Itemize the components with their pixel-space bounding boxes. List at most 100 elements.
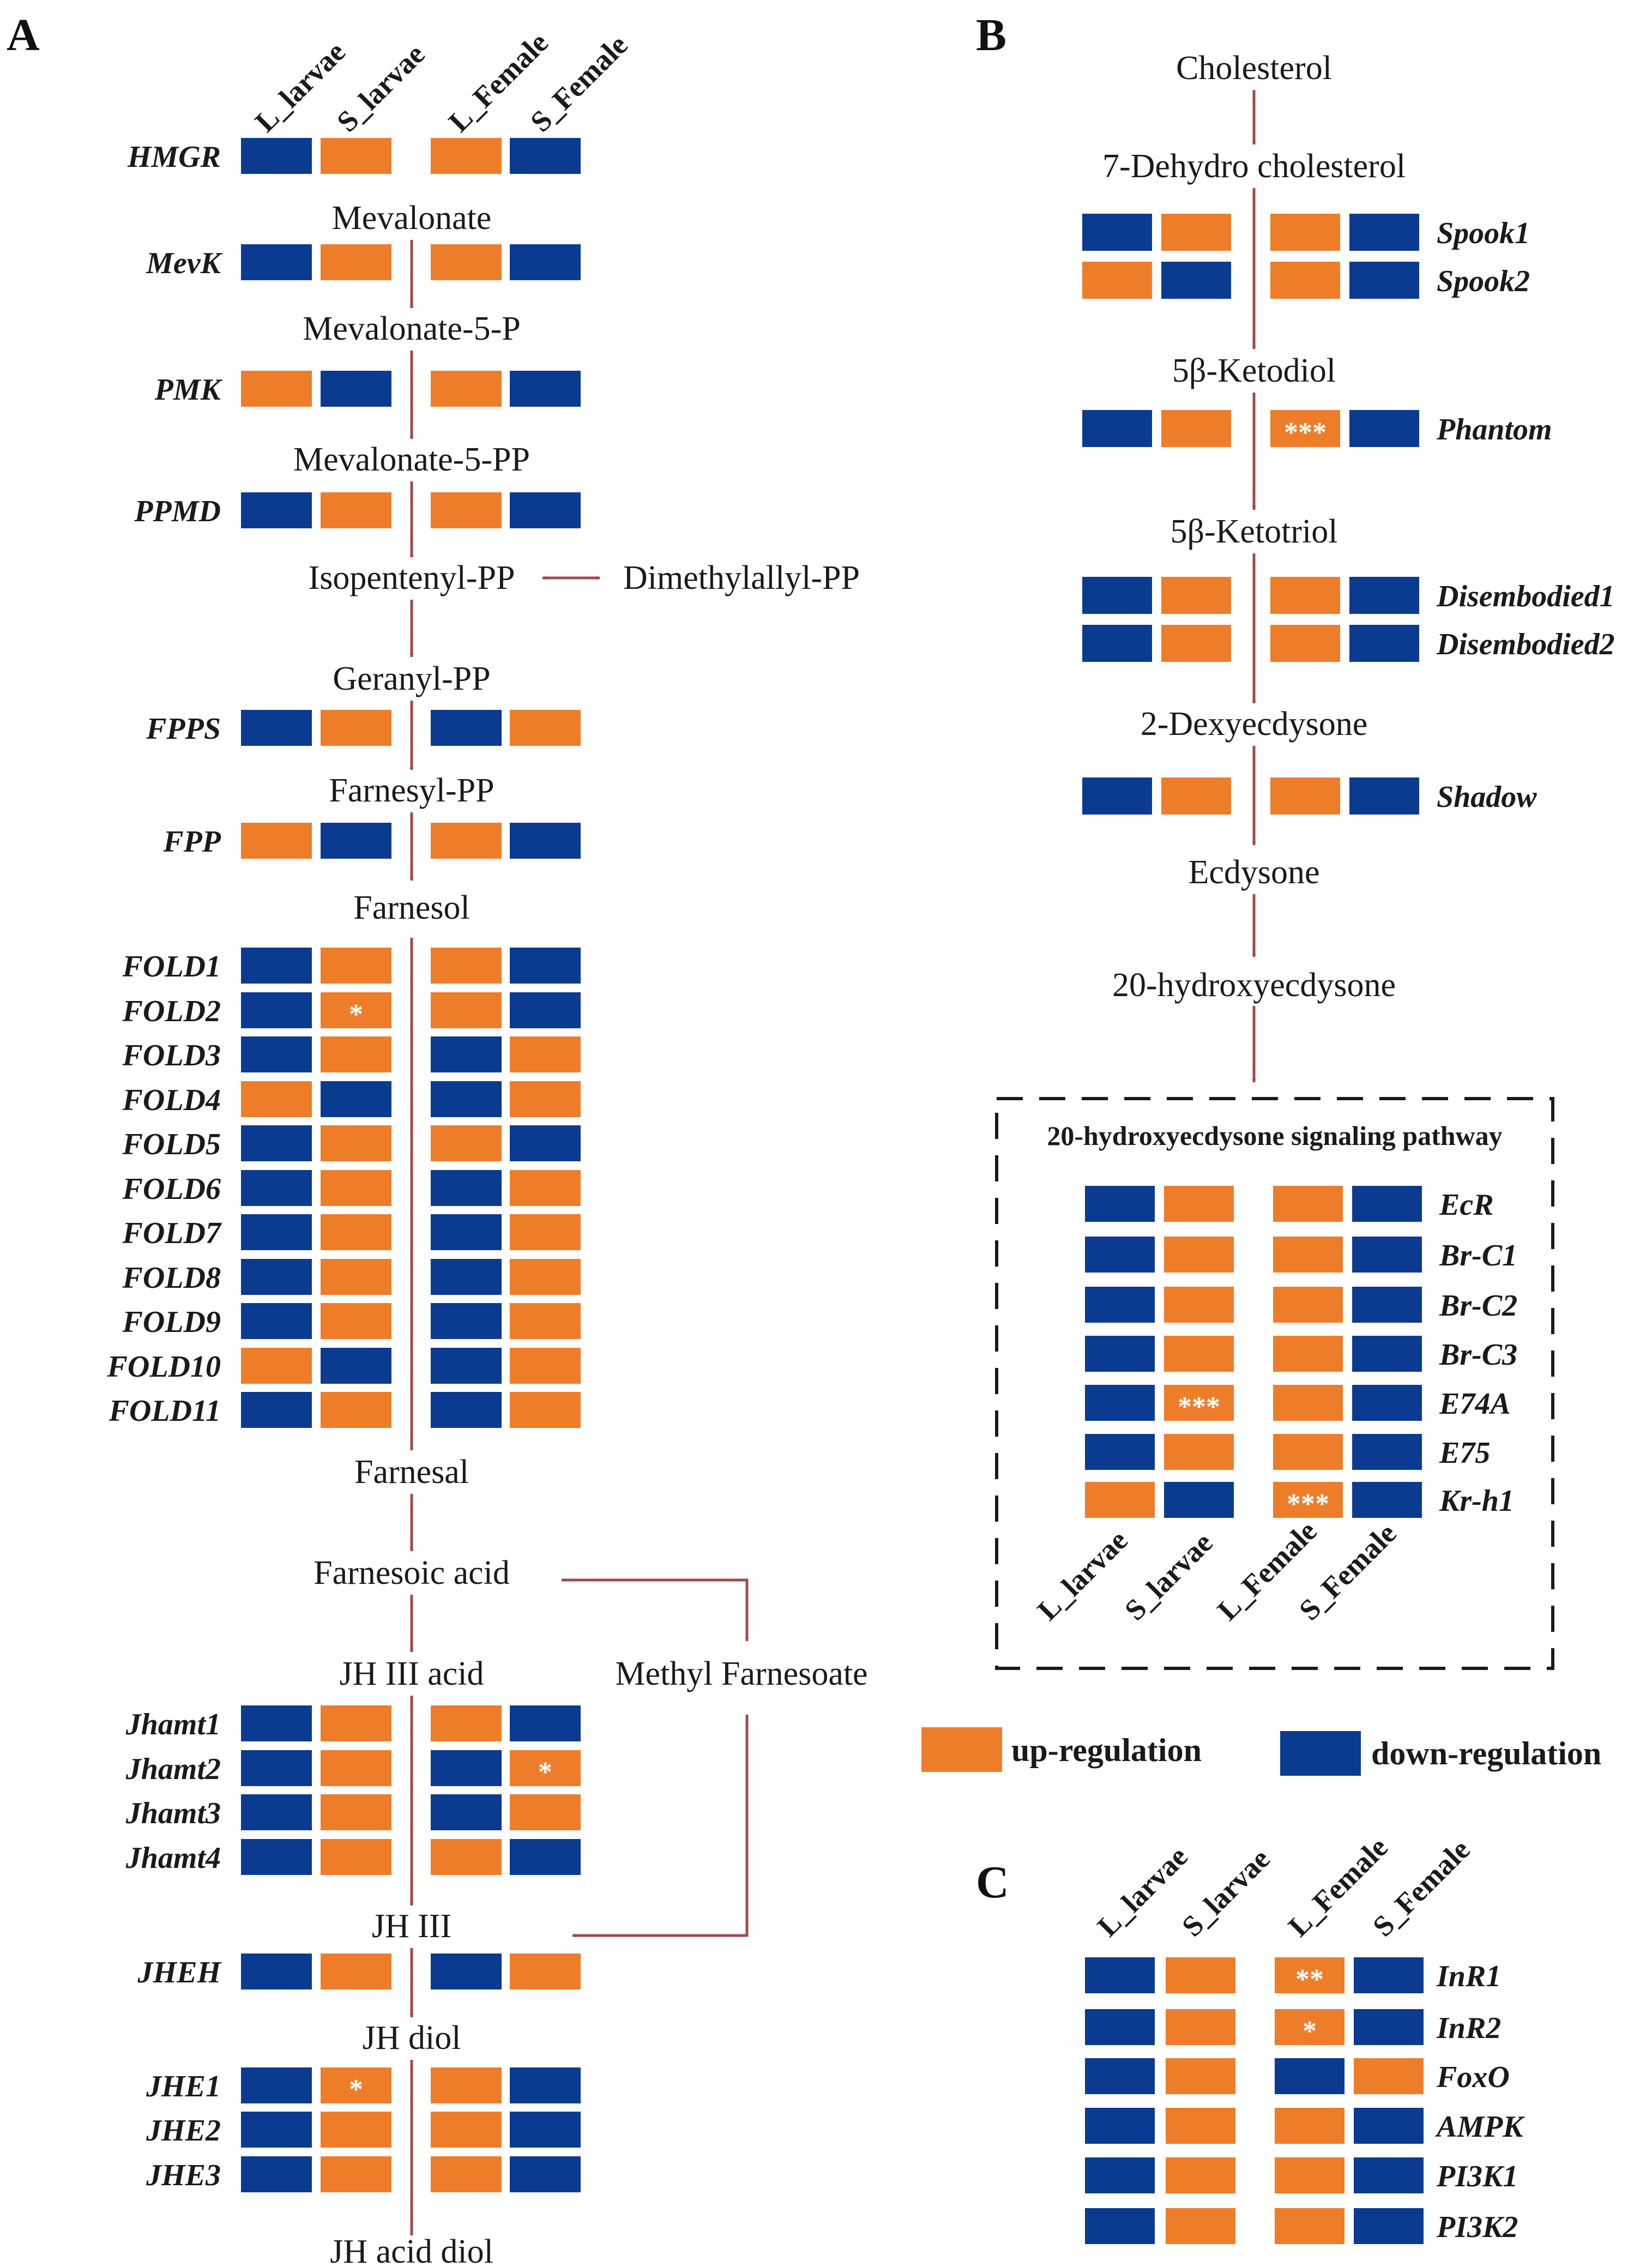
expression-cell-s-larvae-up [321, 948, 391, 984]
gene-label-fold11: FOLD11 [108, 1394, 221, 1428]
expression-cell-l-larvae-down [1085, 2157, 1155, 2193]
expression-cell-l-female-down [431, 1081, 502, 1117]
expression-cell-l-female-down [431, 1750, 502, 1786]
gene-row-jhamt2: *Jhamt2 [125, 1750, 581, 1788]
metabolite-geranyl-pp: Geranyl-PP [333, 660, 490, 697]
metabolite-2-dexyecdysone: 2-Dexyecdysone [1141, 706, 1368, 743]
metabolite-dimethylallyl-pp: Dimethylallyl-PP [623, 559, 860, 596]
expression-cell-s-larvae-up [321, 1036, 391, 1072]
expression-cell-l-female-up [1270, 262, 1340, 299]
expression-cell-s-larvae-up [321, 1392, 391, 1428]
legend-up-label: up-regulation [1011, 1732, 1202, 1768]
expression-cell-s-larvae-down [321, 823, 391, 859]
gene-label-fold8: FOLD8 [122, 1261, 221, 1295]
gene-row-fold5: FOLD5 [122, 1125, 581, 1161]
gene-label-jhamt2: Jhamt2 [125, 1752, 221, 1786]
gene-label-spook2: Spook2 [1437, 264, 1530, 298]
expression-cell-s-female-down [1354, 2108, 1424, 2144]
expression-cell-s-female-down [1349, 262, 1419, 299]
gene-row-disembodied2: Disembodied2 [1082, 625, 1615, 662]
gene-row-inr1: **InR1 [1085, 1957, 1501, 1995]
expression-cell-l-female-up [431, 1839, 502, 1875]
expression-cell-s-larvae-up [321, 1954, 391, 1989]
expression-cell-l-female-up [1273, 1237, 1343, 1273]
expression-cell-l-larvae-up [241, 1348, 312, 1384]
arrow-methyl-farnesoate-to-jh-iii [572, 1715, 749, 1938]
signaling-pathway-title: 20-hydroxyecdysone signaling pathway [1047, 1120, 1502, 1151]
column-label-l-larvae: L_larvae [249, 35, 352, 138]
metabolite-jh-iii: JH III [372, 1908, 451, 1945]
expression-cell-s-larvae-down [1164, 1482, 1234, 1518]
gene-row-br-c1: Br-C1 [1085, 1237, 1517, 1273]
expression-cell-s-female-down [1349, 410, 1419, 447]
gene-label-fold5: FOLD5 [122, 1128, 221, 1161]
significance-marker: *** [1284, 417, 1327, 448]
expression-cell-l-female-up [1273, 1336, 1343, 1372]
gene-row-ampk: AMPK [1085, 2108, 1525, 2144]
expression-cell-l-female-down [1275, 2058, 1344, 2094]
gene-row-foxo: FoxO [1085, 2058, 1510, 2094]
expression-cell-l-larvae-down [1085, 1287, 1155, 1323]
expression-cell-s-female-down [1354, 2157, 1424, 2193]
expression-cell-l-larvae-down [241, 948, 312, 984]
gene-row-spook1: Spook1 [1082, 214, 1530, 251]
gene-row-pmk: PMK [154, 371, 581, 407]
panel-label-b: B [976, 10, 1006, 61]
legend-down-label: down-regulation [1371, 1735, 1601, 1771]
expression-cell-s-female-down [510, 1125, 581, 1161]
expression-cell-l-female-down [431, 1036, 502, 1072]
expression-cell-s-female-up [510, 1348, 581, 1384]
expression-cell-l-larvae-down [241, 1125, 312, 1161]
expression-cell-l-larvae-down [241, 1214, 312, 1250]
metabolite-mevalonate-5pp: Mevalonate-5-PP [293, 441, 530, 478]
panel-a-jh-pathway: L_larvae S_larvae L_Female S_Female Meva… [107, 26, 868, 2267]
expression-cell-l-larvae-down [1085, 1957, 1155, 1993]
expression-cell-s-female-up [510, 1303, 581, 1339]
metabolite-5b-ketotriol: 5β-Ketotriol [1170, 513, 1337, 550]
gene-row-fpps: FPPS [146, 710, 581, 746]
panel-label-a: A [7, 10, 40, 61]
expression-cell-s-female-down [510, 2067, 581, 2103]
expression-cell-l-larvae-down [1085, 2208, 1155, 2244]
gene-row-disembodied1: Disembodied1 [1082, 577, 1615, 614]
gene-row-fold10: FOLD10 [107, 1348, 581, 1384]
panel-a-gene-rows: HMGRMevKPMKPPMDFPPSFPPFOLD1*FOLD2FOLD3FO… [107, 138, 581, 2192]
expression-cell-l-larvae-down [241, 2156, 312, 2192]
gene-row-jhe2: JHE2 [146, 2112, 581, 2148]
gene-row-jhamt1: Jhamt1 [125, 1705, 581, 1741]
gene-row-fold7: FOLD7 [122, 1214, 581, 1250]
metabolite-jh-iii-acid: JH III acid [339, 1655, 484, 1692]
expression-cell-s-larvae-down [321, 1081, 391, 1117]
arrow-to-methyl-farnesoate [562, 1578, 749, 1642]
expression-cell-s-larvae-up [1166, 2108, 1235, 2144]
expression-cell-l-female-up [1275, 2208, 1344, 2244]
expression-cell-s-female-down [1352, 1482, 1422, 1518]
gene-label-fold1: FOLD1 [122, 950, 221, 984]
signaling-column-label-s-larvae: S_larvae [1118, 1526, 1219, 1627]
legend: up-regulation down-regulation [921, 1727, 1601, 1776]
metabolite-mevalonate: Mevalonate [332, 200, 492, 237]
gene-label-disembodied2: Disembodied2 [1436, 628, 1615, 661]
expression-cell-s-female-down [1349, 214, 1419, 251]
expression-cell-s-female-down [510, 371, 581, 407]
expression-cell-l-female-up [431, 2067, 502, 2103]
gene-label-jhamt1: Jhamt1 [125, 1708, 221, 1741]
expression-cell-l-female-down [431, 1259, 502, 1295]
gene-label-hmgr: HMGR [127, 140, 221, 174]
expression-cell-s-female-up [510, 1081, 581, 1117]
expression-cell-l-larvae-down [1085, 1385, 1155, 1421]
legend-down-swatch [1280, 1731, 1361, 1776]
expression-cell-s-female-down [510, 2156, 581, 2192]
expression-cell-s-female-down [1352, 1287, 1422, 1323]
expression-cell-l-female-up [1270, 625, 1340, 662]
panel-c-insulin-pathway: L_larvae S_larvae L_Female S_Female **In… [1085, 1831, 1525, 2244]
expression-cell-l-larvae-down [1085, 1434, 1155, 1470]
significance-marker: * [349, 999, 363, 1030]
signaling-pathway-box [995, 1097, 1554, 1670]
gene-label-phantom: Phantom [1436, 413, 1552, 447]
gene-label-fold7: FOLD7 [122, 1216, 222, 1250]
gene-label-ecr: EcR [1439, 1188, 1494, 1222]
expression-cell-l-larvae-down [1085, 2058, 1155, 2094]
expression-cell-s-larvae-up [1166, 1957, 1235, 1993]
